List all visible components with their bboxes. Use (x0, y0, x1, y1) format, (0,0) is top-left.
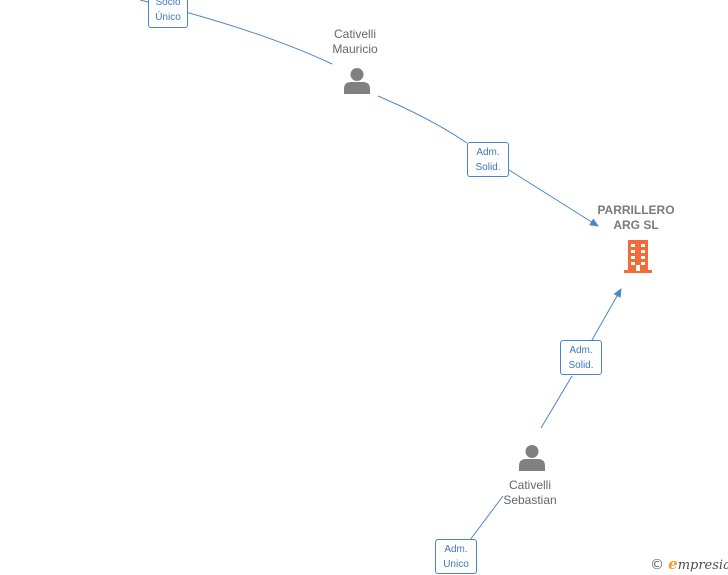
person-firstname: Sebastian (503, 493, 557, 507)
relation-line2: Unico (443, 559, 469, 570)
relation-line1: Adm. (476, 147, 500, 158)
person-label-sebastian[interactable]: Cativelli Sebastian (490, 478, 570, 508)
company-name-line2: ARG SL (613, 218, 659, 232)
relation-line1: Adm. (569, 345, 593, 356)
relation-line1: Adm. (444, 544, 468, 555)
person-firstname: Mauricio (332, 42, 378, 56)
person-surname: Cativelli (333, 27, 376, 41)
relation-line1: Socio (155, 0, 181, 8)
relation-adm-unico[interactable]: Adm. Unico (435, 539, 477, 574)
person-icon[interactable] (343, 66, 371, 94)
relation-adm-solid-sebastian[interactable]: Adm. Solid. (560, 340, 602, 375)
relation-socio-unico[interactable]: Socio Único (148, 0, 188, 28)
person-surname: Cativelli (508, 478, 551, 492)
copyright-symbol: © (650, 557, 664, 573)
relation-line2: Solid. (568, 360, 594, 371)
company-name-line1: PARRILLERO (597, 203, 675, 217)
company-label[interactable]: PARRILLERO ARG SL (590, 203, 682, 233)
edge-adm-solid-to-company (508, 169, 599, 227)
logo-initial: e (668, 555, 678, 573)
person-icon[interactable] (518, 443, 546, 471)
relation-line2: Único (155, 12, 181, 23)
edge-mauricio-to-adm-solid (377, 95, 468, 144)
edge-adm-unico-to-sebastian (469, 495, 504, 541)
edge-sebastian-to-adm-solid (540, 375, 573, 429)
relation-line2: Solid. (475, 162, 501, 173)
building-icon[interactable] (622, 238, 654, 274)
edge-adm-solid-to-company-2 (591, 288, 622, 341)
person-label-mauricio[interactable]: Cativelli Mauricio (315, 27, 395, 57)
relation-adm-solid-mauricio[interactable]: Adm. Solid. (467, 142, 509, 177)
logo-text: mpresia (677, 558, 728, 573)
empresia-logo: © empresia (650, 555, 728, 573)
